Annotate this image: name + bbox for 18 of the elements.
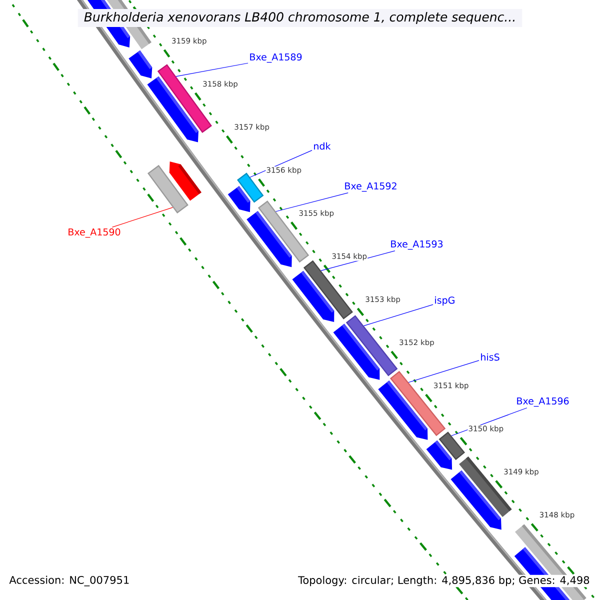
info-text: Accession: NC_007951: [8, 574, 131, 588]
gene-label: ispG: [435, 296, 454, 306]
gene-bar: [147, 164, 188, 214]
leader-line: [176, 62, 248, 77]
gene-label: Bxe_A1596: [517, 397, 569, 407]
leader-line: [364, 304, 434, 326]
leader-line: [408, 360, 480, 383]
gene-label: Bxe_A1592: [345, 182, 396, 192]
gene-label: Bxe_A1589: [250, 53, 302, 63]
gene-label: ndk: [314, 142, 331, 150]
gene-bar: [303, 260, 353, 320]
gene-label: Bxe_A1590: [68, 228, 120, 238]
leader-line: [276, 192, 348, 212]
gene-label: hisS: [481, 353, 500, 361]
title: Burkholderia xenovorans LB400 chromosome 1, complete sequenc...: [78, 8, 522, 28]
info-text: Topology: circular; Length: 4,895,836 bp; Genes: 4,498: [297, 574, 591, 588]
leader-line: [112, 207, 174, 228]
gene-label: Bxe_A1593: [391, 240, 443, 250]
